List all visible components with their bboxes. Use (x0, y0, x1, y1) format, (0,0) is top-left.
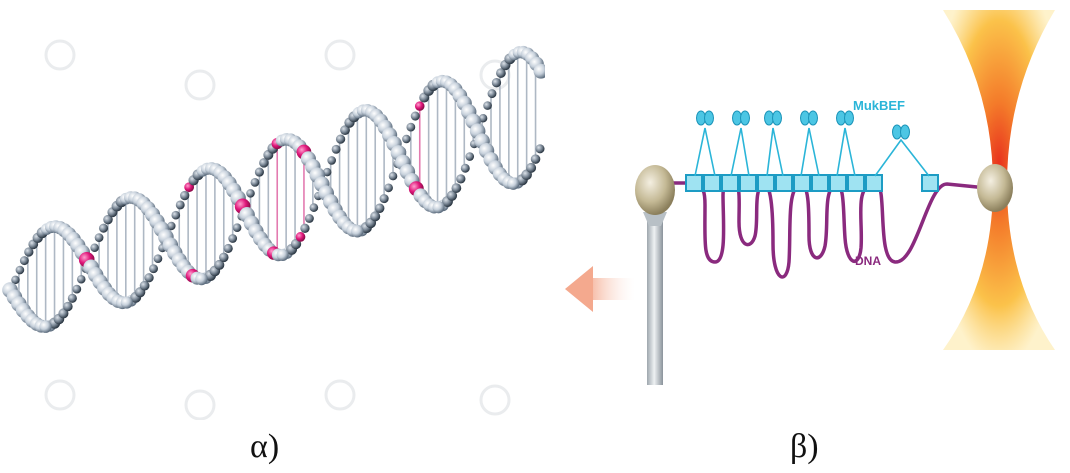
nucleotide-ball (384, 183, 393, 192)
nucleotide-ball (20, 256, 29, 265)
nucleotide-ball (465, 152, 474, 161)
nucleotide-ball (63, 302, 73, 312)
pipette-bead (635, 165, 675, 215)
nucleotide-ball (389, 172, 398, 181)
nucleotide-ball (375, 203, 385, 213)
nucleotide-ball (310, 203, 319, 212)
nucleotide-ball (90, 243, 99, 252)
nucleotide-ball (95, 233, 104, 242)
nucleotide-ball (251, 178, 260, 187)
nucleotide-ball (180, 191, 189, 200)
nucleotide-ball (171, 211, 180, 220)
nucleotide-ball (296, 232, 306, 242)
nucleotide-ball (16, 266, 25, 275)
nucleotide-ball (277, 249, 289, 261)
nucleotide-ball (411, 112, 420, 121)
caption-beta: β) (790, 428, 819, 466)
pull-arrow-icon (565, 266, 635, 312)
mukbef-label: MukBEF (853, 98, 905, 113)
nucleotide-ball (483, 101, 492, 110)
nucleotide-ball (224, 244, 233, 253)
dna-helix-image (0, 0, 545, 420)
nucleotide-ball (461, 164, 470, 173)
nucleotide-ball (39, 320, 51, 332)
nucleotide-ball (300, 224, 309, 233)
nucleotide-ball (327, 156, 336, 165)
nucleotide-ball (531, 154, 541, 164)
nucleotide-ball (72, 285, 81, 294)
caption-alpha: α) (250, 428, 279, 466)
nucleotide-ball (492, 78, 501, 87)
nucleotide-ball (452, 183, 462, 193)
nucleotide-ball (351, 225, 363, 237)
nucleotide-ball (77, 275, 86, 284)
dna-helix-illustration (0, 0, 545, 420)
nucleotide-ball (246, 189, 255, 198)
nucleotide-ball (305, 214, 314, 223)
mukbef-dna-diagram: MukBEF DNA (555, 0, 1070, 420)
dna-label: DNA (855, 254, 881, 268)
nucleotide-ball (121, 296, 133, 308)
nucleotide-ball (336, 134, 345, 143)
nucleotide-ball (332, 145, 341, 154)
mukbef-illustration: MukBEF DNA (555, 0, 1070, 420)
nucleotide-ball (456, 174, 465, 183)
helix-strand-front (2, 46, 545, 333)
nucleotide-ball (195, 273, 207, 285)
nucleotide-ball (406, 123, 415, 132)
mukbef-complexes (686, 111, 938, 191)
nucleotide-ball (144, 273, 153, 282)
nucleotide-ball (228, 234, 237, 243)
nucleotide-ball (526, 163, 536, 173)
nucleotide-ball (219, 253, 229, 263)
nucleotide-ball (176, 200, 185, 209)
nucleotide-ball (415, 101, 425, 111)
nucleotide-ball (154, 254, 163, 263)
nucleotide-ball (68, 294, 77, 303)
trapped-bead (977, 164, 1013, 212)
nucleotide-ball (507, 177, 519, 189)
nucleotide-ball (99, 224, 108, 233)
nucleotide-ball (149, 264, 158, 273)
dna-strand (673, 183, 987, 277)
nucleotide-ball (402, 135, 411, 144)
nucleotide-ball (488, 89, 497, 98)
nucleotide-ball (233, 223, 242, 232)
nucleotide-ball (380, 194, 389, 203)
micropipette (647, 210, 663, 385)
nucleotide-ball (432, 201, 444, 213)
nucleotide-ball (535, 144, 544, 153)
nucleotide-ball (255, 168, 264, 177)
